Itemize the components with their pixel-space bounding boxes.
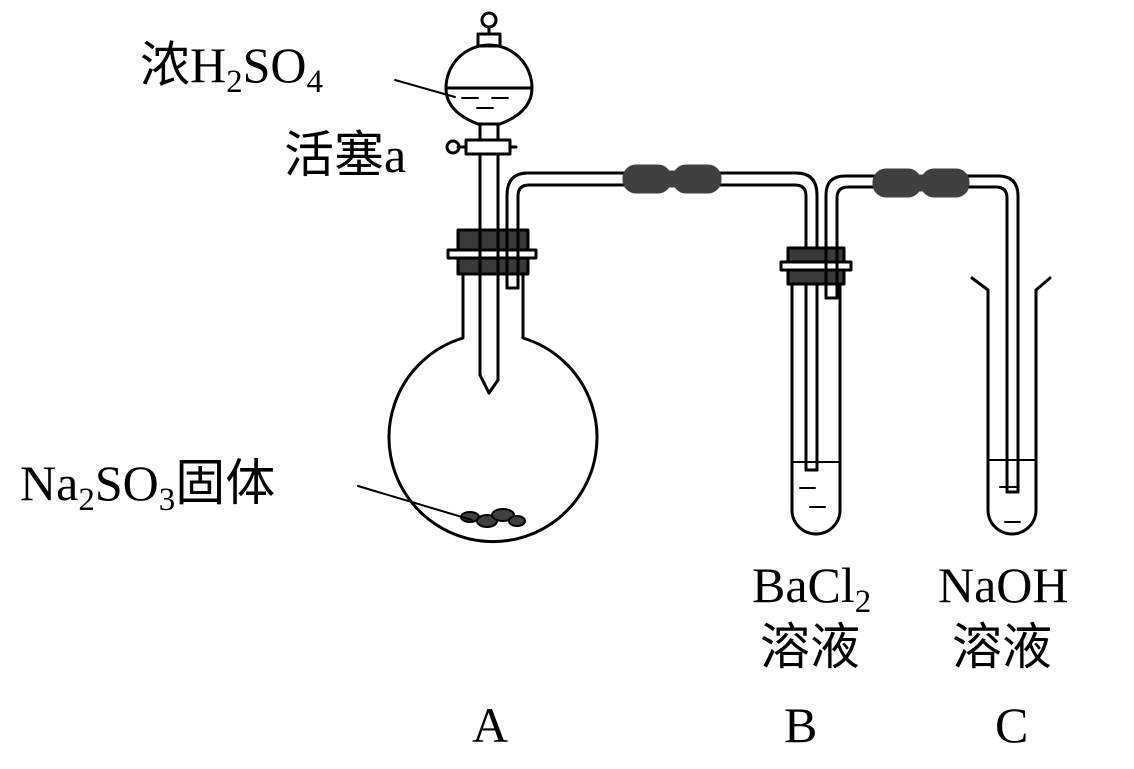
label-na2so3-solid: Na2SO3固体 bbox=[20, 455, 276, 518]
label-bacl2: BaCl2 bbox=[752, 557, 872, 620]
flask-a bbox=[387, 228, 599, 544]
label-c-solution: 溶液 bbox=[952, 619, 1052, 675]
label-conc-h2so4: 浓H2SO4 bbox=[140, 37, 324, 100]
solid-lumps bbox=[460, 508, 526, 528]
leader-line-solid bbox=[357, 485, 473, 521]
label-b: B bbox=[784, 697, 818, 753]
test-tube-c bbox=[970, 276, 1052, 536]
rubber-connector-2 bbox=[872, 168, 970, 198]
test-tube-b bbox=[779, 246, 853, 536]
separatory-funnel bbox=[444, 11, 534, 395]
leader-line-acid bbox=[394, 79, 456, 98]
label-b-solution: 溶液 bbox=[760, 619, 860, 675]
delivery-tube-ab bbox=[505, 171, 819, 472]
label-stopcock-a: 活塞a bbox=[284, 127, 407, 183]
label-c: C bbox=[995, 697, 1029, 753]
rubber-connector-1 bbox=[622, 164, 722, 194]
label-a: A bbox=[472, 697, 509, 753]
label-naoh: NaOH bbox=[938, 557, 1069, 613]
